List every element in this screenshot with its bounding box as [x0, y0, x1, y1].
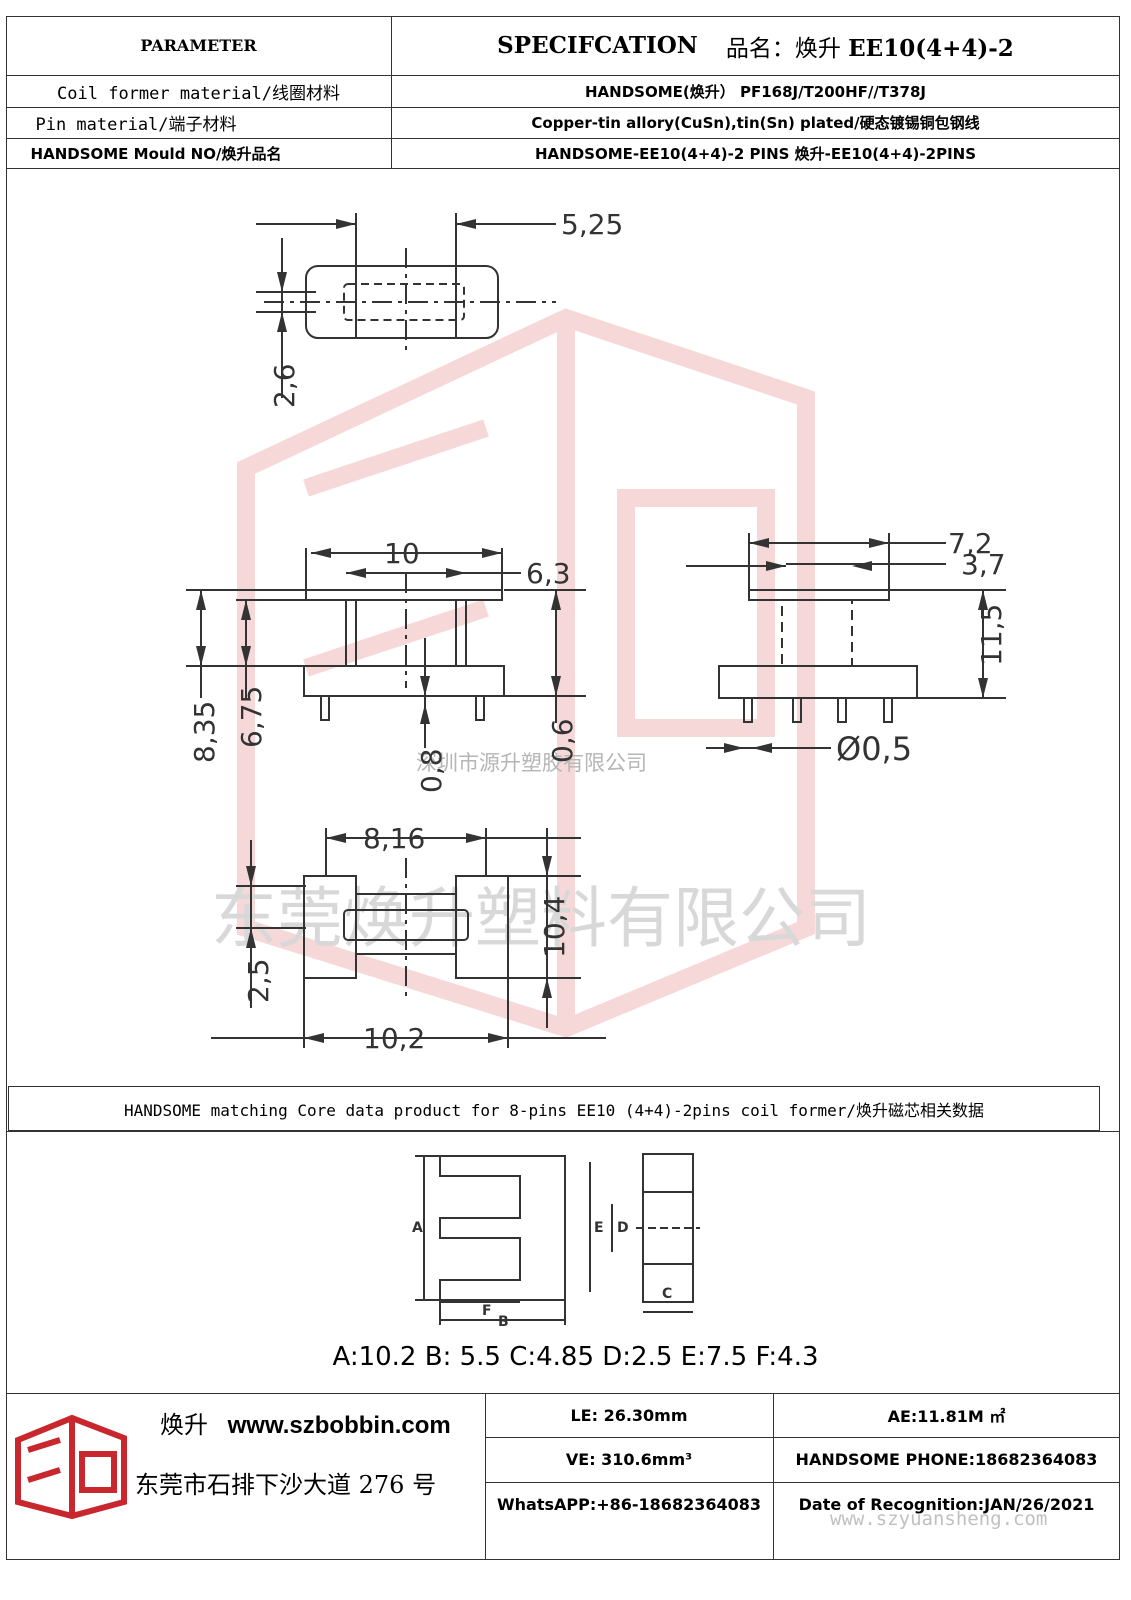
core-label-d: D — [617, 1220, 629, 1236]
side-view — [686, 533, 1006, 749]
specification-header: SPECIFCATION 品名：焕升 EE10(4+4)-2 — [391, 16, 1120, 75]
dim-front-width: 10 — [384, 537, 420, 570]
dimension-labels: 5,25 2,6 10 6,3 8,35 6,75 0,6 0,8 7,2 3,… — [188, 208, 1008, 1055]
footer-le: LE: 26.30mm — [570, 1405, 688, 1425]
footer-ve: VE: 310.6mm³ — [565, 1450, 693, 1469]
dim-top-height: 2,6 — [268, 363, 301, 408]
dim-front-gap: 0,8 — [415, 748, 448, 793]
value-mould-no: HANDSOME-EE10(4+4)-2 PINS 焕升-EE10(4+4)-2… — [534, 144, 977, 163]
dim-side-pin: Ø0,5 — [836, 730, 912, 768]
value-pin-material: Copper-tin allory(CuSn),tin(Sn) plated/硬… — [531, 114, 980, 132]
dim-bottom-h2: 2,5 — [242, 958, 275, 1003]
footer-website: www.szbobbin.com — [227, 1412, 451, 1439]
param-coil-material: Coil former material/线圈材料 — [57, 83, 340, 104]
dim-side-w1: 7,2 — [948, 527, 993, 560]
dim-front-h2: 6,75 — [235, 686, 268, 748]
param-pin-material: Pin material/端子材料 — [35, 115, 237, 135]
divider — [6, 138, 1120, 139]
dim-front-inner: 6,3 — [526, 557, 571, 590]
divider — [6, 1131, 1120, 1132]
footer-date: Date of Recognition:JAN/26/2021 — [798, 1495, 1095, 1514]
parameter-header: PARAMETER — [140, 36, 257, 55]
dim-front-pin: 0,6 — [546, 718, 579, 763]
core-labels: A B C D E F — [412, 1220, 672, 1330]
divider — [773, 1393, 774, 1560]
bobbin-drawing: 深圳市源升塑胶有限公司 东莞焕升塑料有限公司 — [186, 208, 1008, 1055]
company-logo — [15, 1414, 127, 1520]
top-view — [256, 213, 556, 398]
divider — [6, 1393, 1120, 1394]
divider — [485, 1437, 1120, 1438]
dimension-arrows — [196, 219, 988, 1043]
dim-top-width: 5,25 — [561, 208, 623, 241]
footer-brand-line: 焕升 www.szbobbin.com — [160, 1405, 451, 1440]
core-label-f: F — [482, 1303, 492, 1319]
core-data-title-text: HANDSOME matching Core data product for … — [123, 1100, 985, 1120]
core-label-a: A — [412, 1220, 423, 1236]
footer-brand: 焕升 — [160, 1411, 208, 1439]
divider — [391, 16, 392, 168]
watermark-company-small: 深圳市源升塑胶有限公司 — [416, 751, 647, 775]
divider — [485, 1482, 1120, 1483]
core-data-title: HANDSOME matching Core data product for … — [8, 1086, 1100, 1131]
dim-bottom-w1: 8,16 — [363, 822, 425, 855]
watermark-website: www.szyuansheng.com — [830, 1508, 1048, 1530]
divider — [6, 168, 1120, 169]
footer-phone: HANDSOME PHONE:18682364083 — [795, 1450, 1098, 1469]
dim-side-w2: 3,7 — [961, 548, 1006, 581]
divider — [6, 107, 1120, 108]
dim-bottom-h1: 10,4 — [538, 896, 571, 958]
core-drawing: A B C D E F — [412, 1153, 700, 1330]
core-dims: A:10.2 B: 5.5 C:4.85 D:2.5 E:7.5 F:4.3 — [332, 1342, 819, 1372]
core-label-e: E — [594, 1220, 604, 1236]
core-label-b: B — [498, 1314, 509, 1330]
dim-front-h1: 8,35 — [188, 701, 221, 763]
product-model: EE10(4+4)-2 — [848, 34, 1014, 62]
product-name: 品名：焕升 EE10(4+4)-2 — [726, 29, 1014, 63]
footer-whatsapp: WhatsAPP:+86-18682364083 — [496, 1495, 761, 1514]
specification-title: SPECIFCATION — [497, 32, 698, 59]
divider — [485, 1393, 486, 1560]
e-core-shape — [439, 1155, 566, 1301]
dim-bottom-w2: 10,2 — [363, 1022, 425, 1055]
value-coil-material: HANDSOME(焕升） PF168J/T200HF//T378J — [584, 82, 926, 101]
divider — [6, 75, 1120, 76]
footer-ae: AE:11.81M ㎡ — [887, 1407, 1006, 1426]
page-frame — [6, 16, 1120, 1560]
param-mould-no: HANDSOME Mould NO/焕升品名 — [30, 144, 282, 163]
watermark-company-large: 东莞焕升塑料有限公司 — [211, 880, 871, 957]
footer-address: 东莞市石排下沙大道 276 号 — [135, 1471, 437, 1499]
core-label-c: C — [662, 1286, 672, 1302]
dim-side-h: 11,5 — [975, 604, 1008, 666]
product-label: 品名：焕升 — [725, 35, 841, 62]
